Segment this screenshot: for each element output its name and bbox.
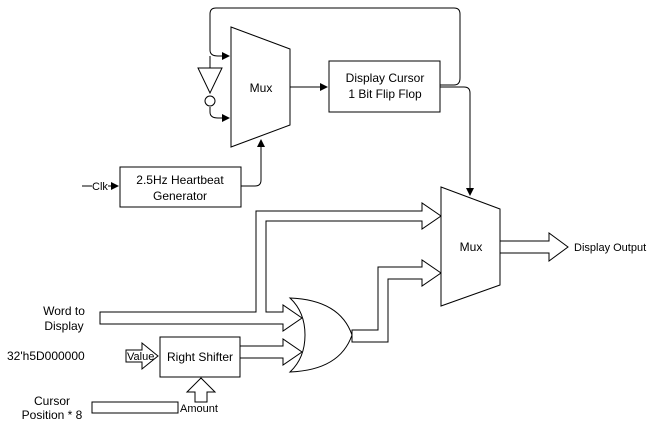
- cursor-label-line2: Position * 8: [22, 408, 83, 421]
- mux-top-label: Mux: [250, 81, 273, 95]
- bus-arrows: [91, 202, 569, 414]
- mux-top: Mux: [230, 26, 291, 148]
- heartbeat-label-line2: Generator: [153, 189, 207, 203]
- value-label: Value: [127, 351, 154, 363]
- flip-flop-label-line2: 1 Bit Flip Flop: [348, 87, 422, 101]
- not-gate-icon: [197, 67, 223, 107]
- amount-label: Amount: [180, 403, 218, 415]
- heartbeat-generator-block: 2.5Hz Heartbeat Generator: [119, 166, 242, 208]
- clk-label: Clk: [92, 181, 108, 193]
- mux-right-label: Mux: [460, 240, 483, 254]
- right-shifter-block: Right Shifter: [159, 336, 241, 378]
- flip-flop-label-line1: Display Cursor: [346, 71, 425, 85]
- word-label-line2: Display: [44, 319, 83, 333]
- clk-input: Clk: [92, 181, 119, 193]
- or-gate-icon: [288, 297, 353, 373]
- flip-flop-block: Display Cursor 1 Bit Flip Flop: [328, 60, 441, 113]
- word-label-line1: Word to: [43, 304, 85, 318]
- feedback-wires: [82, 7, 474, 196]
- heartbeat-label-line1: 2.5Hz Heartbeat: [136, 173, 224, 187]
- cursor-label-line1: Cursor: [34, 394, 70, 408]
- right-shifter-label: Right Shifter: [167, 350, 233, 364]
- constant-label: 32'h5D000000: [7, 349, 85, 363]
- mux-right: Mux: [440, 186, 501, 307]
- display-output-label: Display Output: [574, 242, 646, 254]
